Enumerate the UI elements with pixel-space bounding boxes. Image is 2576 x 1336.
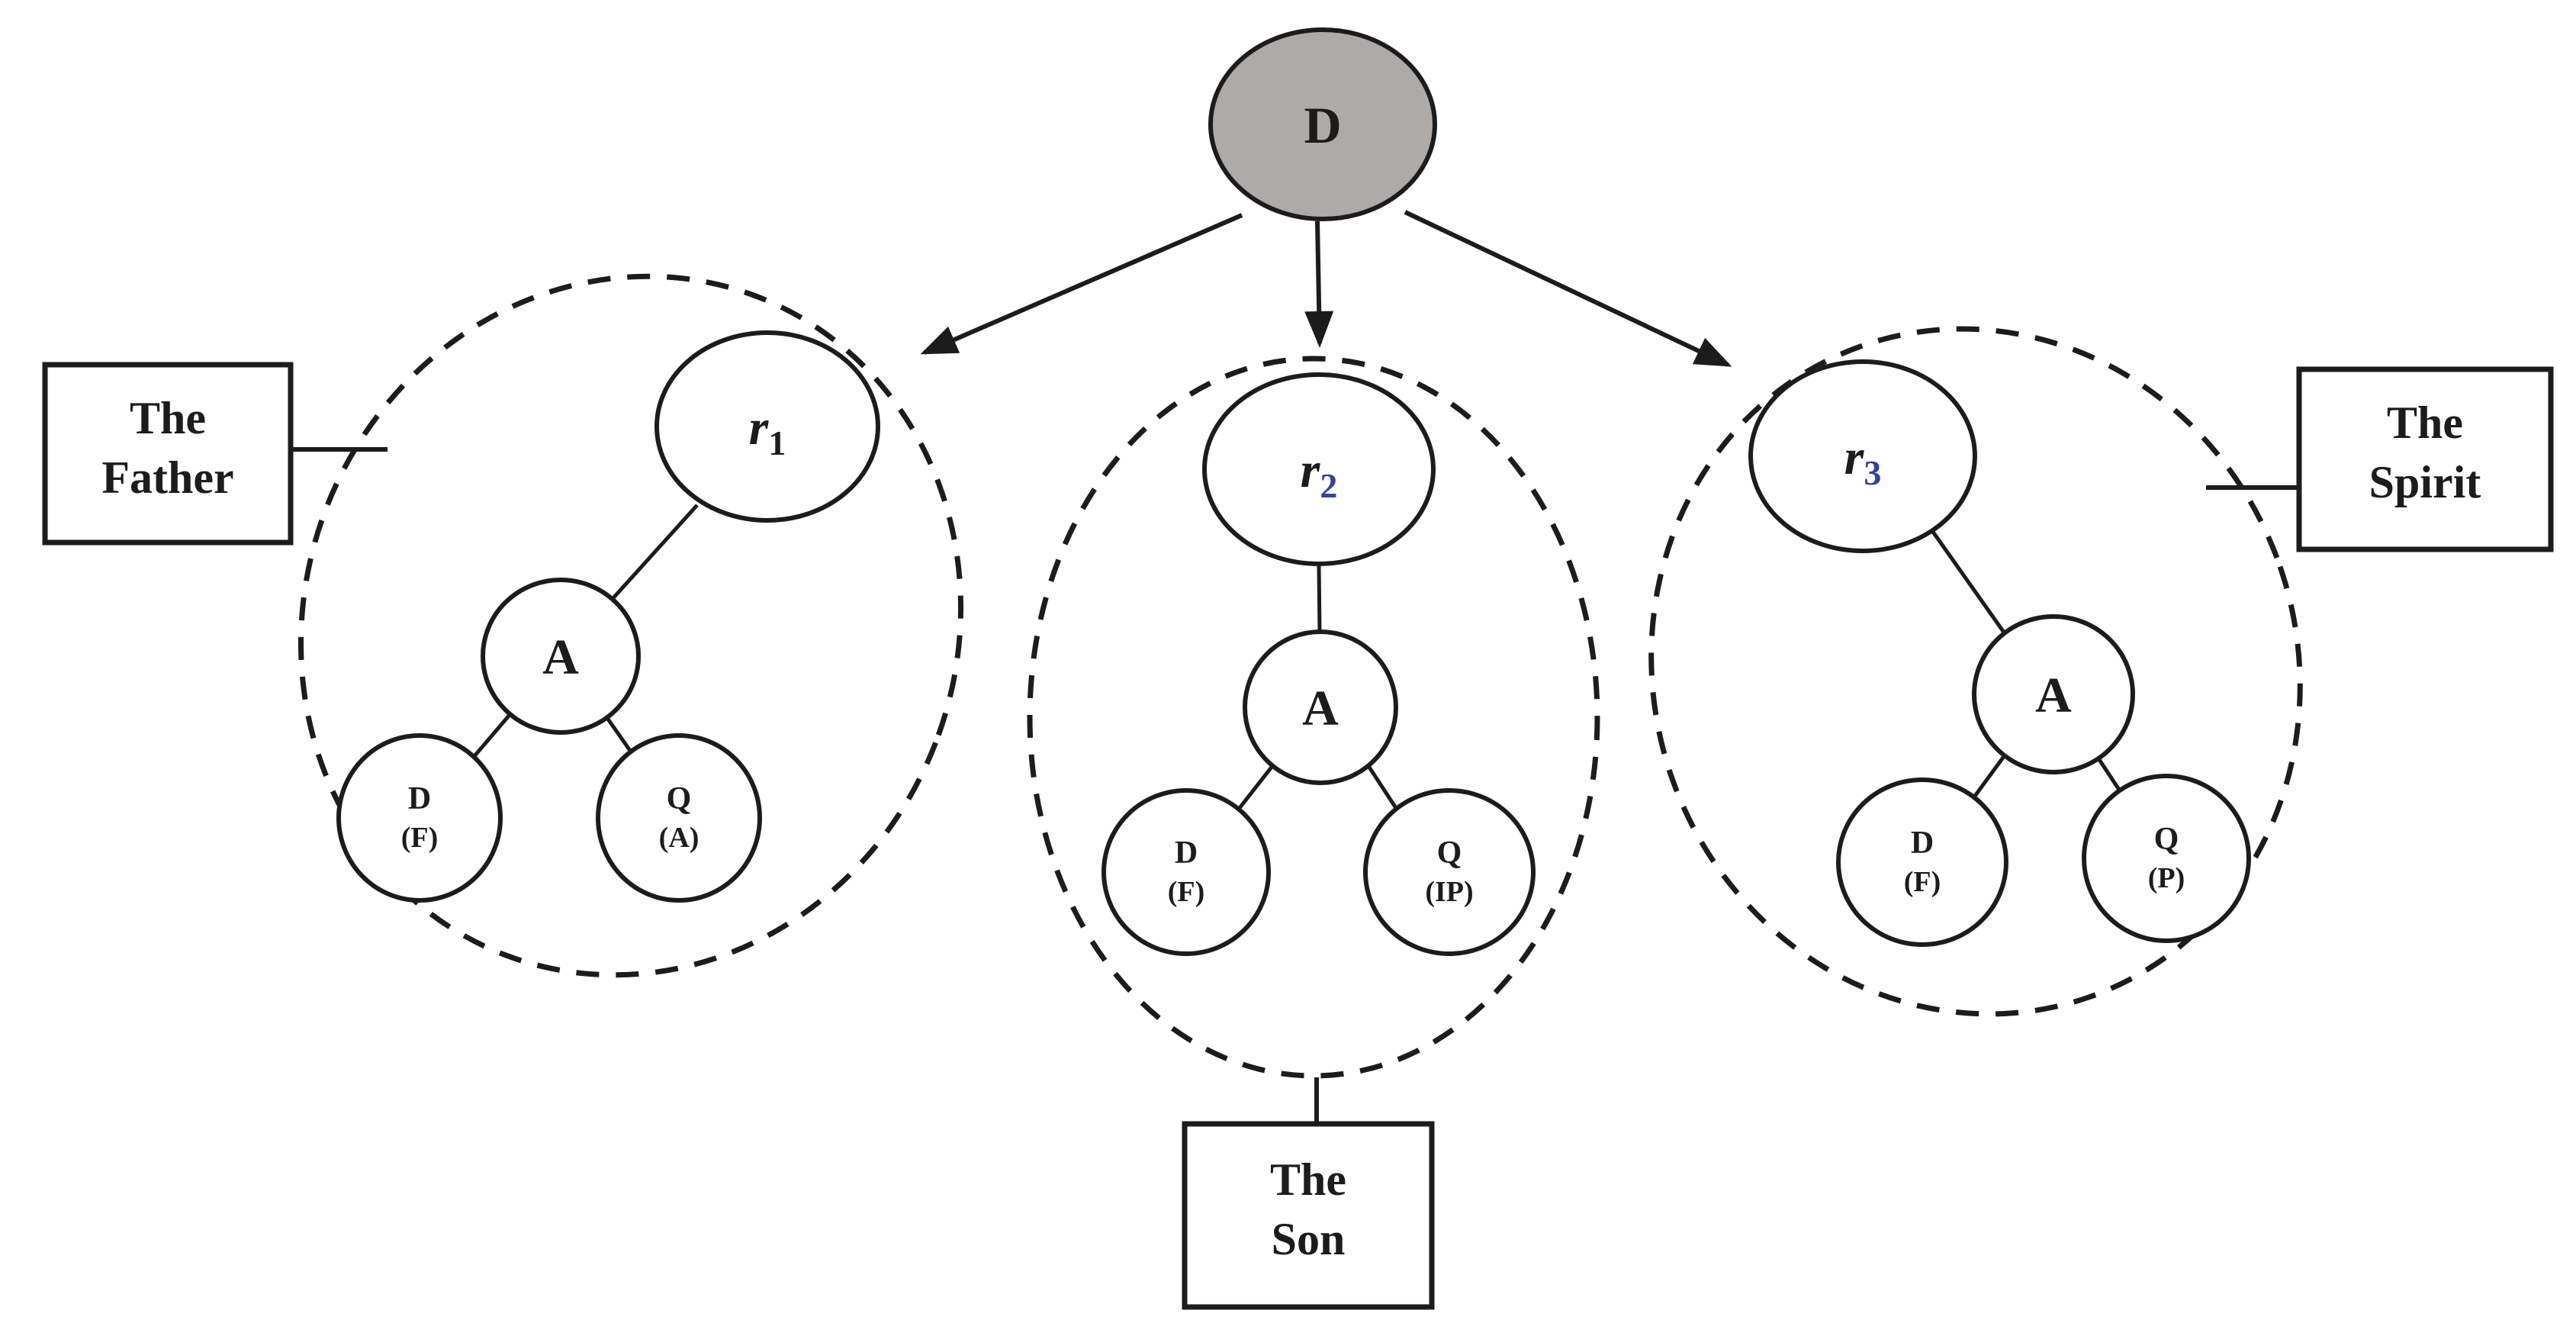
edge-a-to-q-spirit [2096,757,2123,794]
divine-root-node [1208,27,1437,221]
leaf-d-f-father-bottom: (F) [401,822,439,854]
leaf-d-f-spirit [1836,777,2008,947]
node-r3 [1748,359,1977,553]
node-r1-label: r1 [749,400,786,462]
leaf-q-ip-son [1363,788,1536,956]
leaf-q-p-spirit [2082,774,2251,943]
edge-a-to-q-son [1366,765,1398,810]
edge-r2-to-a [1317,564,1322,633]
arrow-to-father-group [920,213,1243,355]
node-a-son-label: A [1302,681,1339,736]
son-label-line1: The [1270,1154,1346,1205]
leaf-q-a-father-top: Q [667,781,692,816]
father-label-line1: The [130,393,206,443]
leaf-q-ip-son-bottom: (IP) [1425,876,1473,908]
arrow-to-son-group [1304,221,1334,348]
spirit-label-line1: The [2387,398,2463,448]
son-label-box [1182,1121,1435,1310]
node-a-spirit [1972,614,2135,774]
edge-a-to-q-father [605,716,635,755]
node-a-father-label: A [542,629,579,685]
leaf-d-f-son-top: D [1175,835,1198,871]
spirit-group: r3 A D (F) Q (P) The Spirit [1748,359,2554,947]
node-r3-label: r3 [1844,430,1882,492]
son-group-boundary [1027,356,1600,1079]
node-a-son [1243,629,1398,785]
leaf-d-f-son [1101,788,1271,956]
edge-a-to-d-father [472,713,511,758]
edge-a-to-d-son [1238,765,1274,810]
leaf-d-f-father [336,733,503,903]
spirit-label-line2: Spirit [2369,457,2481,507]
father-group-boundary [297,273,964,978]
leaf-d-f-spirit-bottom: (F) [1904,866,1941,898]
arrow-to-spirit-group [1404,210,1732,367]
spirit-group-boundary [1648,326,2303,1017]
leaf-q-p-spirit-bottom: (P) [2148,862,2185,894]
divine-root-label: D [1304,96,1341,154]
father-label-box [42,362,294,546]
son-label-line2: Son [1272,1214,1346,1264]
father-group: r1 A D (F) Q (A) The Father [42,330,880,903]
leaf-q-ip-son-top: Q [1437,835,1462,871]
leaf-d-f-spirit-top: D [1911,826,1934,861]
father-label-line2: Father [101,452,233,503]
leaf-q-p-spirit-top: Q [2154,822,2179,857]
leaf-q-a-father-bottom: (A) [659,822,699,854]
node-r2-label: r2 [1301,443,1338,505]
leaf-d-f-son-bottom: (F) [1168,876,1205,908]
leaf-d-f-father-top: D [408,781,431,816]
node-r1 [654,330,880,523]
edge-r1-to-a [609,504,699,602]
node-a-father [481,578,641,735]
edge-a-to-d-spirit [1971,754,2007,800]
node-r2 [1202,372,1436,566]
son-group: r2 A D (F) Q (IP) The Son [1101,372,1536,1310]
leaf-q-a-father [596,733,762,903]
spirit-label-box [2296,366,2554,552]
edge-r3-to-a [1931,530,2008,637]
node-a-spirit-label: A [2035,668,2072,723]
